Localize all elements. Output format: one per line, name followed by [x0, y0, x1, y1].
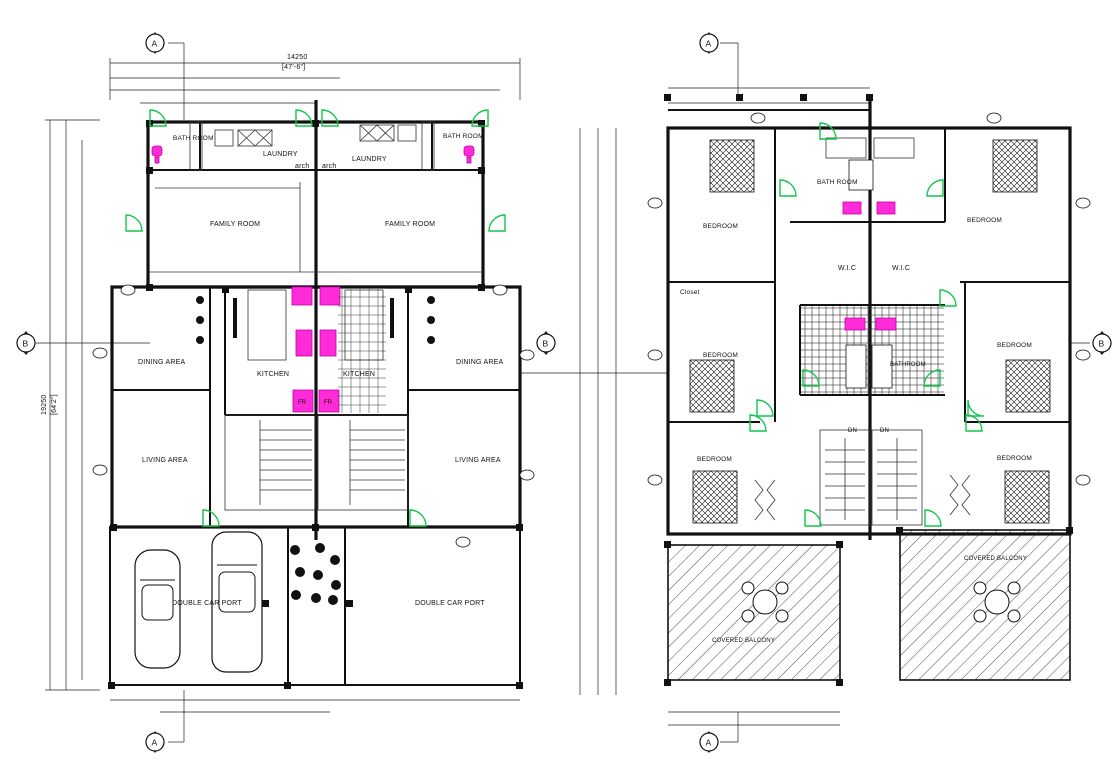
- section-mark-a-top: A: [145, 31, 185, 120]
- label-bath-room-left: BATH ROOM: [173, 135, 214, 142]
- overall-depth-dimension: 19250 [64'2"]: [41, 119, 100, 691]
- label-bath-room-right: BATH ROOM: [443, 133, 484, 140]
- section-mark-a-bottom: A: [145, 690, 185, 754]
- label-bedroom-bottom-left: BEDROOM: [697, 456, 732, 463]
- balcony-table-left: [741, 581, 789, 623]
- label-dn-left: DN: [848, 428, 857, 434]
- label-covered-balcony-left: COVERED BALCONY: [712, 638, 775, 644]
- label-laundry-left: LAUNDRY: [263, 151, 298, 158]
- label-laundry-right: LAUNDRY: [352, 156, 387, 163]
- overall-width-ft: [47'-6"]: [282, 64, 305, 71]
- section-label-b-right: B: [1099, 339, 1105, 349]
- window-tags-ground: [92, 284, 535, 548]
- label-living-area-left: LIVING AREA: [142, 457, 188, 464]
- section-label-a: A: [152, 39, 158, 49]
- fridge-label-left: FR: [298, 400, 307, 406]
- label-bedroom-mid-right: BEDROOM: [997, 342, 1032, 349]
- overall-depth-mm: 19250: [41, 395, 48, 415]
- section-label-b-middle: B: [543, 339, 549, 349]
- label-dining-area-left: DINING AREA: [138, 359, 185, 366]
- label-family-room-right: FAMILY ROOM: [385, 221, 435, 228]
- section-label-a-top-right: A: [706, 39, 712, 49]
- section-label-a-bottom: A: [152, 738, 158, 748]
- label-dn-right: DN: [880, 428, 889, 434]
- label-dining-area-right: DINING AREA: [456, 359, 503, 366]
- label-family-room-left: FAMILY ROOM: [210, 221, 260, 228]
- fridge-label-right: FR: [324, 400, 333, 406]
- label-wic-left: W.I.C: [838, 265, 856, 272]
- label-double-car-port-left: DOUBLE CAR PORT: [172, 600, 242, 607]
- label-bedroom-mid-left: BEDROOM: [703, 352, 738, 359]
- label-kitchen-right: KITCHEN: [343, 371, 375, 378]
- section-mark-b-middle: B: [536, 331, 556, 355]
- car-left: [134, 549, 181, 669]
- window-tags-first: [647, 112, 1091, 486]
- label-closet: Closet: [680, 289, 700, 296]
- label-kitchen-left: KITCHEN: [257, 371, 289, 378]
- section-label-b-left: B: [23, 339, 29, 349]
- label-arch-left: arch: [295, 163, 309, 170]
- overall-width-dimension: 14250 [47'-6"]: [109, 54, 521, 104]
- planter-shrubs: [290, 543, 341, 605]
- label-bathroom-mid: BATHROOM: [890, 362, 926, 368]
- ground-floor-plan: A 14250 [47'-6"] 19250 [64'2"]: [16, 31, 535, 754]
- beds: [689, 139, 1051, 524]
- label-wic-right: W.I.C: [892, 265, 910, 272]
- label-bedroom-top-right: BEDROOM: [967, 217, 1002, 224]
- label-bedroom-bottom-right: BEDROOM: [997, 455, 1032, 462]
- section-mark-b-right: B: [1070, 331, 1112, 355]
- section-mark-a-bottom-right: A: [699, 712, 739, 754]
- label-arch-right: arch: [322, 163, 336, 170]
- section-mark-a-top-right: A: [699, 31, 739, 100]
- overall-depth-ft: [64'2"]: [51, 394, 58, 415]
- label-double-car-port-right: DOUBLE CAR PORT: [415, 600, 485, 607]
- label-living-area-right: LIVING AREA: [455, 457, 501, 464]
- label-covered-balcony-right: COVERED BALCONY: [964, 556, 1027, 562]
- section-mark-b-left: B: [16, 331, 150, 355]
- label-bedroom-top-left: BEDROOM: [703, 223, 738, 230]
- first-floor-plan: A: [579, 31, 1112, 754]
- overall-width-mm: 14250: [287, 54, 307, 61]
- label-bath-room-top: BATH ROOM: [817, 179, 858, 186]
- balcony-table-right: [973, 581, 1021, 623]
- section-label-a-bottom-right: A: [706, 738, 712, 748]
